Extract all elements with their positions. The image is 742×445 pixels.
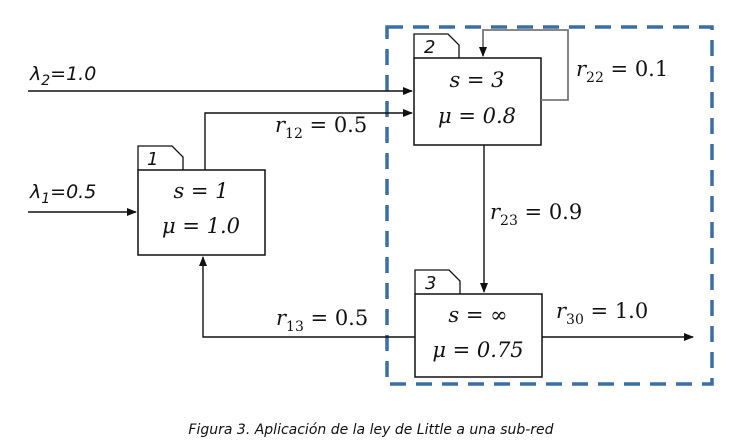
node-1: 1 s = 1 μ = 1.0 [137, 145, 266, 256]
r22-label: r22 = 0.1 [576, 57, 668, 86]
node-3-box [414, 293, 543, 378]
node-3-service-rate: μ = 0.75 [432, 338, 523, 362]
node-3: 3 s = ∞ μ = 0.75 [414, 269, 543, 378]
node-1-tab [137, 145, 184, 170]
r23-label: r23 = 0.9 [490, 200, 582, 229]
subnetwork-boundary [385, 25, 714, 386]
r12-arrow [204, 109, 413, 170]
node-1-box [137, 169, 266, 256]
node-3-tab-label: 3 [425, 273, 436, 294]
figure-caption: Figura 3. Aplicación de la ley de Little… [188, 422, 554, 438]
node-1-tab-label: 1 [147, 149, 158, 170]
node-2: 2 s = 3 μ = 0.8 [413, 33, 542, 146]
r13-label: r13 = 0.5 [276, 306, 368, 335]
r22-loop-arrow [479, 29, 569, 101]
node-1-service-rate: μ = 1.0 [162, 214, 240, 238]
r30-label: r30 = 1.0 [556, 299, 648, 328]
node-2-tab [413, 33, 460, 58]
node-2-box [413, 57, 542, 146]
lambda1-label: λ1=0.5 [29, 181, 96, 207]
r13-arrow [199, 256, 415, 338]
lambda2-label: λ2=1.0 [29, 63, 96, 89]
node-2-service-rate: μ = 0.8 [438, 104, 516, 128]
r12-label: r12 = 0.5 [275, 113, 367, 142]
node-2-tab-label: 2 [424, 37, 435, 58]
node-1-servers: s = 1 [173, 179, 228, 203]
node-3-tab [414, 269, 461, 294]
node-2-servers: s = 3 [449, 68, 504, 92]
node-3-servers: s = ∞ [448, 303, 507, 327]
